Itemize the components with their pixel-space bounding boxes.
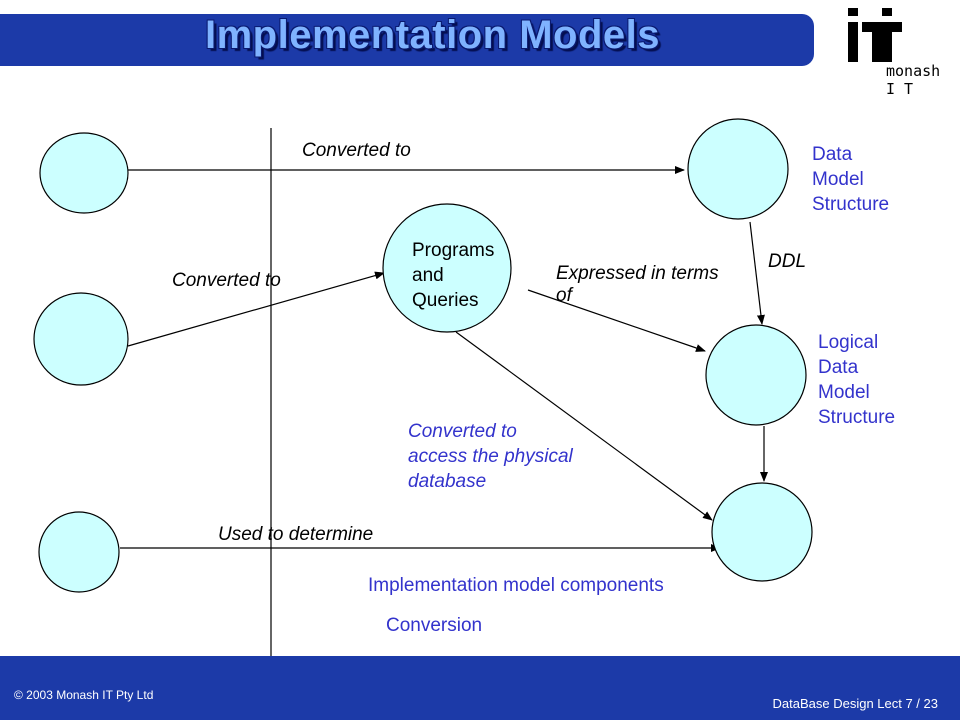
converted-to-access-label: Converted to access the physical databas… [408, 421, 573, 492]
node-left-middle [33, 292, 129, 386]
logo-text: monash I T [886, 62, 940, 98]
lecture-number: DataBase Design Lect 7 / 23 [772, 696, 939, 711]
converted-to-top-label: Converted to [302, 140, 411, 161]
copyright-text: © 2003 Monash IT Pty Ltd [14, 688, 154, 702]
converted-to-mid-label: Converted to [172, 270, 281, 291]
node-logical-data-model [705, 324, 807, 426]
footer-bar: © 2003 Monash IT Pty Ltd DataBase Design… [0, 656, 960, 720]
node-programs-queries [382, 203, 512, 333]
arrow-expressed [527, 289, 706, 352]
used-to-determine-label: Used to determine [218, 524, 374, 545]
arrow-access-physical [455, 331, 713, 521]
node-physical-database [711, 482, 813, 582]
arrow-converted-mid [127, 271, 385, 347]
logo-text-line1: monash [886, 62, 941, 80]
node-left-bottom [38, 511, 120, 593]
monash-it-logo-icon [848, 8, 902, 62]
logical-data-model-structure-label: Logical Data Model Structure [818, 332, 896, 428]
ddl-label: DDL [768, 251, 807, 272]
programs-queries-label: Programs and Queries [412, 240, 495, 311]
node-left-top [39, 132, 129, 214]
conversion-label: Conversion [386, 615, 483, 636]
node-data-model-structure [687, 118, 789, 220]
title-banner [0, 14, 814, 66]
slide-title: Implementation Models [205, 13, 660, 57]
expressed-in-terms-label: Expressed in terms of [556, 263, 719, 306]
implementation-components-label: Implementation model components [368, 575, 664, 596]
arrow-ddl [749, 221, 765, 325]
logo-text-line2: I T [886, 80, 914, 98]
data-model-structure-label: Data Model Structure [812, 144, 890, 215]
